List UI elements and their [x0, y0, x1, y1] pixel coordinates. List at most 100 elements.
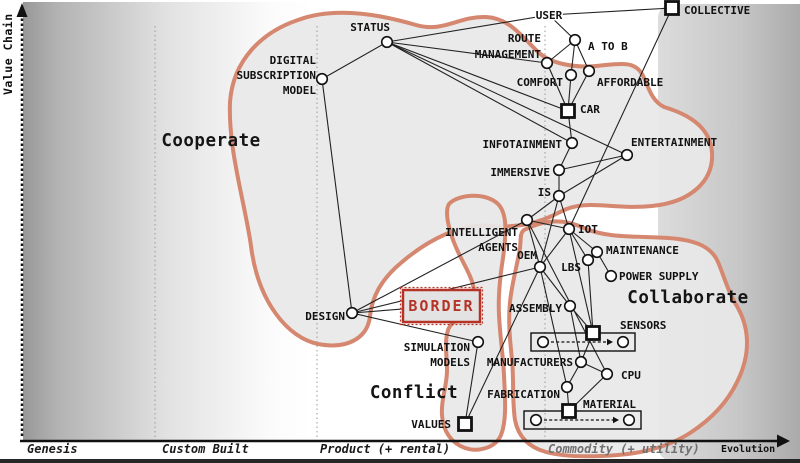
node-label-sim: SIMULATION: [404, 341, 470, 354]
node-label-iot: IOT: [578, 223, 598, 236]
node-oem: [533, 260, 547, 274]
edge-route-car: [546, 62, 569, 112]
edge-immersive-entertainment: [558, 154, 628, 171]
region-cooperate: [227, 10, 715, 348]
edge-user-collective: [548, 7, 673, 16]
edge-iot-sensors: [568, 228, 594, 334]
bottom-border-bar: [0, 459, 800, 463]
edge-ia-iot: [526, 219, 570, 230]
node-label-infotainment: INFOTAINMENT: [483, 138, 563, 151]
edge-oem-iot: [539, 228, 570, 268]
edge-design-ia: [351, 219, 528, 314]
node-status: [380, 35, 394, 49]
node-mfr: [574, 355, 588, 369]
region-label-conflict: Conflict: [370, 383, 458, 403]
edge-dsm-design: [321, 78, 353, 314]
stage-label-0: Genesis: [27, 442, 78, 456]
edge-lbs-sensors: [587, 259, 594, 334]
node-ia: [520, 213, 534, 227]
edge-collective-iot: [568, 7, 673, 230]
node-label-route: MANAGEMENT: [475, 48, 542, 61]
node-label-car: CAR: [580, 103, 600, 116]
material-pipeline: [523, 410, 642, 430]
region-label-cooperate: Cooperate: [161, 131, 260, 151]
node-label-oem: OEM: [517, 249, 537, 262]
edge-status-dsm: [321, 41, 388, 80]
node-maintenance: [590, 245, 604, 259]
node-label-cpu: CPU: [621, 369, 641, 382]
node-power: [604, 269, 618, 283]
node-values: [457, 416, 473, 432]
node-infotainment: [565, 136, 579, 150]
material-pipeline-start-node: [529, 413, 543, 427]
edge-status-infotainment: [386, 41, 573, 144]
node-label-dsm: MODEL: [283, 84, 316, 97]
node-assembly: [563, 299, 577, 313]
edge-entertainment-is: [558, 154, 628, 197]
node-label-sensors: SENSORS: [620, 319, 666, 332]
node-sensors: [585, 325, 601, 341]
node-design: [345, 306, 359, 320]
node-fabrication: [560, 380, 574, 394]
node-label-entertainment: ENTERTAINMENT: [631, 136, 717, 149]
node-a2b: [568, 33, 582, 47]
edge-status-car: [386, 41, 569, 112]
node-label-lbs: LBS: [561, 261, 581, 274]
node-lbs: [581, 253, 595, 267]
node-car: [560, 103, 576, 119]
edge-ia-oem: [526, 219, 541, 268]
node-label-dsm: DIGITAL: [270, 54, 317, 67]
axes: [0, 3, 800, 463]
node-label-design: DESIGN: [305, 310, 345, 323]
node-label-sim: MODELS: [430, 356, 470, 369]
node-iot: [562, 222, 576, 236]
node-label-maintenance: MAINTENANCE: [606, 244, 679, 257]
node-label-fabrication: FABRICATION: [487, 388, 560, 401]
node-label-immersive: IMMERSIVE: [490, 166, 550, 179]
node-label-collective: COLLECTIVE: [684, 4, 750, 17]
node-immersive: [552, 163, 566, 177]
edge-status-route: [386, 41, 548, 64]
node-material: [561, 403, 577, 419]
evolution-axis-arrow-icon: [777, 434, 790, 448]
node-label-route: ROUTE: [508, 32, 541, 45]
edge-design-sim: [351, 312, 479, 343]
node-label-user: USER: [536, 9, 563, 22]
sensors-pipeline: [530, 332, 636, 352]
node-is: [552, 189, 566, 203]
value-chain-axis-label: Value Chain: [1, 13, 15, 95]
border-box-label: BORDER: [408, 297, 474, 315]
edge-oem-values: [464, 266, 541, 425]
sensors-pipeline-evolve-arrowhead-icon: [607, 338, 613, 346]
edge-status-user: [386, 14, 550, 43]
node-label-mfr: MANUFACTURERS: [487, 356, 573, 369]
node-affordable: [582, 64, 596, 78]
node-label-assembly: ASSEMBLY: [509, 302, 562, 315]
edge-status-entertainment: [386, 41, 628, 156]
edge-oem-assembly: [539, 266, 571, 307]
sensors-pipeline-box: [530, 332, 636, 352]
node-cpu: [600, 367, 614, 381]
edge-is-ia: [526, 195, 560, 221]
node-label-status: STATUS: [350, 21, 390, 34]
node-label-ia: AGENTS: [478, 241, 518, 254]
node-route: [540, 56, 554, 70]
node-collective: [664, 0, 680, 16]
edge-assembly-mfr: [569, 305, 582, 363]
evolution-axis-label: Evolution: [721, 443, 775, 455]
node-label-affordable: AFFORDABLE: [597, 76, 663, 89]
material-pipeline-box: [523, 410, 642, 430]
stage-label-2: Product (+ rental): [320, 442, 450, 456]
node-label-ia: INTELLIGENT: [445, 226, 518, 239]
sensors-pipeline-start-node: [536, 335, 550, 349]
node-label-a2b: A TO B: [588, 40, 628, 53]
edge-ia-cpu: [526, 219, 608, 375]
node-sim: [471, 335, 485, 349]
node-comfort: [564, 68, 578, 82]
edge-is-oem: [539, 195, 560, 268]
value-chain-axis-arrow-icon: [16, 3, 28, 17]
node-label-dsm: SUBSCRIPTION: [237, 69, 316, 82]
material-pipeline-end-node: [622, 413, 636, 427]
sensors-pipeline-end-node: [616, 335, 630, 349]
